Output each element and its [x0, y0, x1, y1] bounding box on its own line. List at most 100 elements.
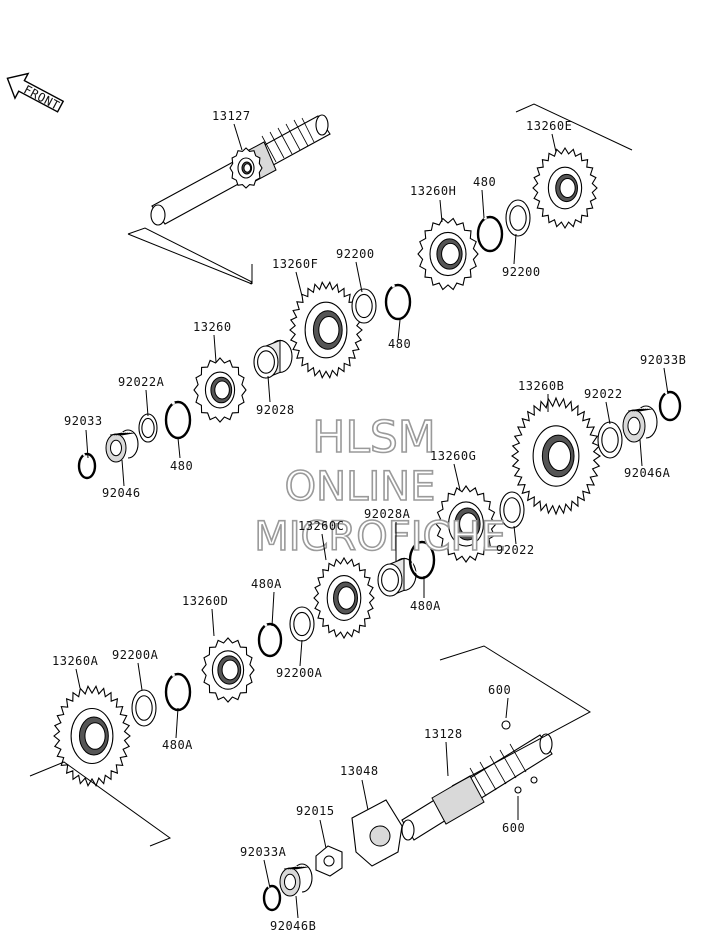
label-13260: 13260: [193, 320, 232, 334]
label-13260F: 13260F: [272, 257, 318, 271]
label-13260G: 13260G: [430, 449, 476, 463]
leader-line: [145, 389, 149, 417]
watermark-line-3: MICROFICHE: [254, 514, 506, 560]
label-600-b: 600: [502, 821, 525, 835]
part-labels: 13127 13260E 13260H 480 92200 92200 1326…: [52, 109, 686, 933]
leader-line: [295, 271, 303, 297]
label-13048: 13048: [340, 764, 379, 778]
label-13260A: 13260A: [52, 654, 99, 668]
circlip-480-f: [384, 283, 412, 321]
circlip-480-top: [476, 215, 504, 253]
ball-600-a: [530, 776, 538, 784]
leader-line: [175, 707, 179, 739]
circlip-92033: [77, 452, 97, 480]
leader-line: [211, 608, 215, 637]
washer-92022A: [138, 413, 158, 443]
leader-line: [319, 819, 327, 849]
leader-line: [639, 439, 643, 467]
washer-92200-top: [351, 288, 377, 324]
label-92033: 92033: [64, 414, 103, 428]
gear-13260A: [53, 685, 131, 787]
bearing-92046: [105, 429, 139, 463]
front-arrow-icon: FRONT: [6, 72, 65, 113]
gear-13260E: [532, 146, 598, 230]
label-92200A-r: 92200A: [276, 666, 323, 680]
gear-13260F: [289, 281, 363, 379]
label-92022A: 92022A: [118, 375, 165, 389]
assembly-line-input-b: [127, 233, 253, 285]
label-480A-l: 480A: [162, 738, 193, 752]
leader-line: [439, 199, 443, 223]
gear-13260H: [417, 217, 479, 291]
label-92028: 92028: [256, 403, 295, 417]
front-label: FRONT: [21, 82, 62, 112]
label-92033B: 92033B: [640, 353, 686, 367]
label-480A-top: 480A: [251, 577, 282, 591]
label-13128: 13128: [424, 727, 463, 741]
leader-line: [453, 463, 461, 491]
circlip-480A-top: [257, 622, 283, 658]
gear-13260C: [313, 556, 375, 640]
leader-line: [551, 133, 557, 153]
small-parts-layer: [77, 199, 682, 912]
label-13260C: 13260C: [298, 519, 344, 533]
leader-line: [355, 261, 363, 293]
label-92022: 92022: [584, 387, 623, 401]
label-92200A-l: 92200A: [112, 648, 159, 662]
label-13260E: 13260E: [526, 119, 572, 133]
circlip-92033A: [262, 884, 282, 912]
leader-line: [75, 668, 81, 689]
leader-line: [295, 895, 299, 919]
leader-lines: [75, 123, 669, 919]
sleeve-92028: [253, 339, 293, 379]
leader-line: [605, 401, 611, 425]
gear-13260B: [511, 396, 601, 516]
leader-line: [397, 319, 401, 341]
label-480A-c: 480A: [410, 599, 441, 613]
washer-92200A-l: [131, 689, 157, 727]
gear-13260: [193, 357, 247, 423]
washer-92200-b: [505, 199, 531, 237]
label-13127: 13127: [212, 109, 251, 123]
ball-600-b: [514, 786, 522, 794]
bearing-92046A: [622, 405, 658, 443]
circlip-480A-l: [164, 672, 192, 712]
gear-13260D: [201, 637, 255, 703]
label-600-top: 600: [488, 683, 511, 697]
leader-line: [299, 639, 303, 667]
label-92046: 92046: [102, 486, 141, 500]
leader-line: [267, 375, 271, 403]
watermark: HLSM ONLINE MICROFICHE: [253, 411, 506, 561]
label-92022-b: 92022: [496, 543, 535, 557]
leader-line: [663, 367, 669, 395]
leader-line: [263, 859, 271, 889]
output-shaft-13128: [401, 733, 553, 841]
assembly-line-output-shaft: [439, 645, 591, 787]
ball-600-top: [501, 720, 511, 730]
label-480-top: 480: [473, 175, 496, 189]
washer-92022-b: [499, 491, 525, 529]
label-92200-top: 92200: [336, 247, 375, 261]
label-92033A: 92033A: [240, 845, 287, 859]
label-480-l: 480: [170, 459, 193, 473]
circlip-480-l: [164, 400, 192, 440]
label-92028A: 92028A: [364, 507, 411, 521]
leader-line: [271, 591, 275, 627]
leader-line: [513, 233, 517, 265]
gear-pin-13127: [229, 147, 263, 189]
leader-line: [85, 429, 89, 459]
washer-92022: [597, 421, 623, 459]
leader-line: [121, 459, 125, 487]
washer-92200A-r: [289, 606, 315, 642]
circlip-92033B: [658, 390, 682, 422]
assembly-line-top-right: [515, 103, 633, 151]
part-13048: [351, 799, 403, 867]
watermark-line-2: ONLINE: [285, 464, 436, 510]
assembly-line-input-a: [127, 227, 253, 285]
label-92200-b: 92200: [502, 265, 541, 279]
watermark-line-1: HLSM: [312, 412, 436, 463]
leader-line: [513, 525, 517, 545]
leader-line: [233, 123, 243, 151]
leader-line: [177, 437, 181, 459]
label-92046B: 92046B: [270, 919, 316, 933]
